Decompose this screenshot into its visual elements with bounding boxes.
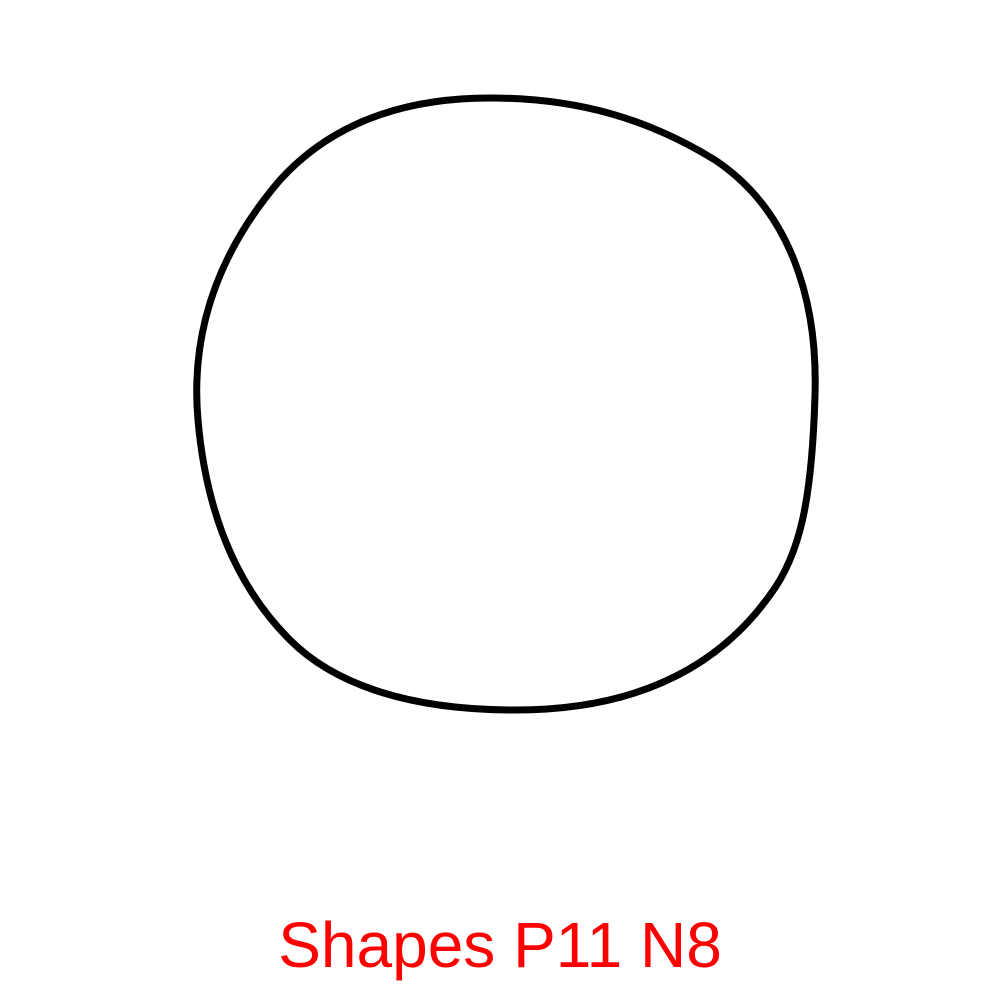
shape-caption: Shapes P11 N8 (278, 909, 722, 981)
hand-drawn-circle (193, 94, 819, 714)
